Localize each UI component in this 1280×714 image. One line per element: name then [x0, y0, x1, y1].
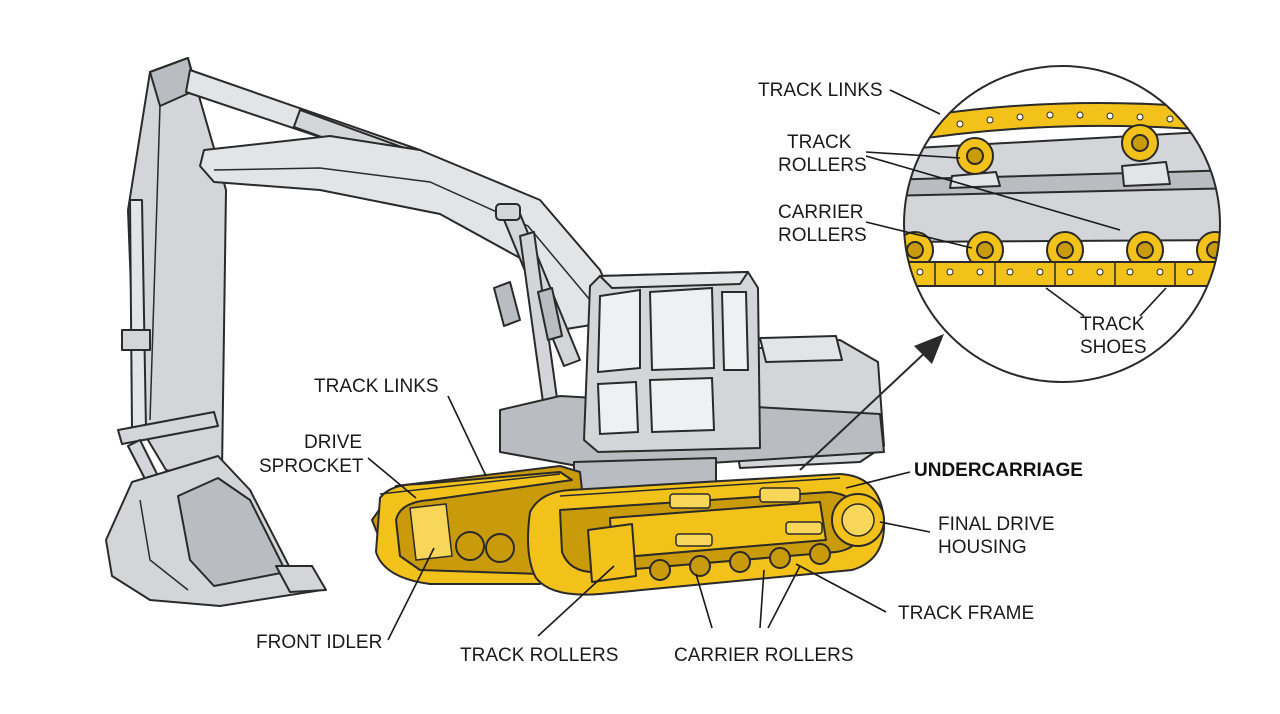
label-carrier-rollers: CARRIER ROLLERS: [674, 645, 854, 666]
label-drive-sprocket-line2: SPROCKET: [259, 456, 364, 477]
inset-label-track-shoes-line2: SHOES: [1080, 337, 1147, 358]
inset-label-carrier-rollers-line1: CARRIER: [778, 202, 864, 223]
label-undercarriage: UNDERCARRIAGE: [914, 460, 1083, 481]
inset-label-track-links: TRACK LINKS: [758, 80, 883, 101]
inset-label-carrier-rollers-line2: ROLLERS: [778, 225, 867, 246]
inset-label-track-rollers-line1: TRACK: [787, 132, 852, 153]
label-front-idler: FRONT IDLER: [256, 632, 382, 653]
zoom-arrow: [799, 334, 944, 471]
excavator-boom: [199, 135, 623, 425]
label-track-rollers: TRACK ROLLERS: [460, 645, 618, 666]
label-final-drive-line1: FINAL DRIVE: [938, 514, 1055, 535]
label-track-frame: TRACK FRAME: [898, 603, 1034, 624]
undercarriage-assembly: [371, 465, 886, 596]
label-track-links: TRACK LINKS: [314, 376, 439, 397]
inset-label-track-shoes-line1: TRACK: [1080, 314, 1145, 335]
labels: TRACK LINKS DRIVE SPROCKET FRONT IDLER T…: [256, 80, 1147, 666]
leader-lines: [367, 395, 931, 641]
detail-inset: [865, 65, 1221, 383]
label-final-drive-line2: HOUSING: [938, 537, 1027, 558]
excavator-upper-structure: [499, 271, 885, 493]
label-drive-sprocket-line1: DRIVE: [304, 432, 362, 453]
inset-label-track-rollers-line2: ROLLERS: [778, 155, 867, 176]
